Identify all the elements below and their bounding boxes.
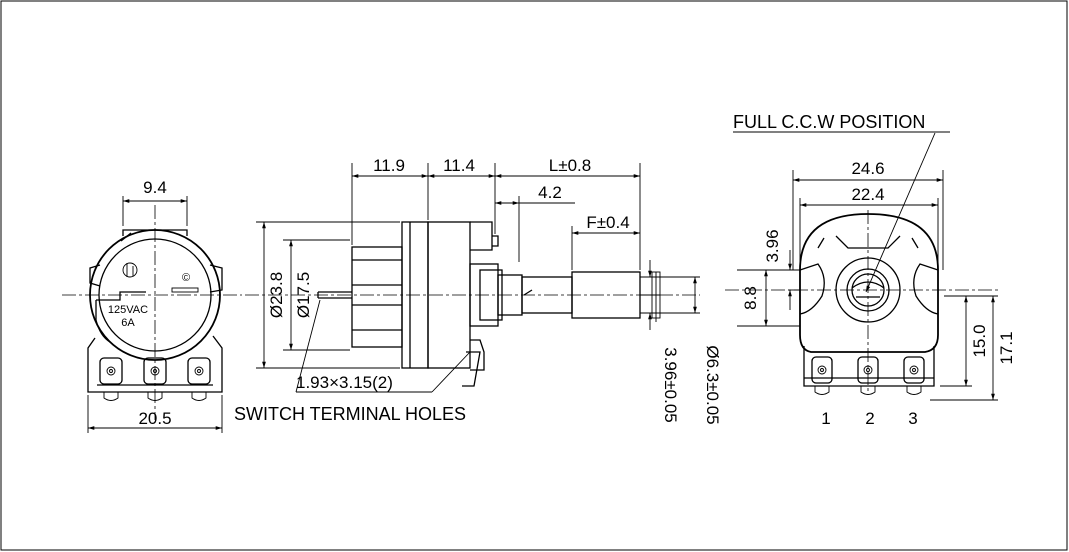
copyright-mark: ©: [182, 272, 190, 284]
full-ccw-position-label: FULL C.C.W POSITION: [733, 112, 925, 132]
rear-view: 1 2 3 FULL C.C.W POSITION 24.6 22.4 3.96…: [725, 112, 1016, 428]
dim-9-4: 9.4: [143, 178, 167, 197]
pin-label-1: 1: [821, 409, 830, 428]
switch-hole-note: 1.93×3.15(2): [296, 373, 393, 392]
rear-terminal-1: [811, 356, 833, 395]
pin-label-3: 3: [908, 409, 917, 428]
dim-4-2: 4.2: [538, 183, 562, 202]
switch-terminal-label: SWITCH TERMINAL HOLES: [234, 404, 466, 424]
dim-24-6: 24.6: [851, 159, 884, 178]
dim-dia-6-3: Ø6.3±0.05: [703, 345, 722, 424]
pin-label-2: 2: [865, 409, 874, 428]
dim-8-8: 8.8: [741, 286, 760, 310]
side-view: 11.9 11.4 L±0.8 4.2 F±0.4 Ø23.8 Ø17.5 3.…: [234, 156, 722, 425]
dim-L: L±0.8: [549, 156, 591, 175]
dim-17-1: 17.1: [997, 331, 1016, 364]
front-terminal-1: [99, 357, 123, 385]
front-terminal-3: [187, 357, 211, 385]
rear-terminal-3: [903, 356, 925, 395]
front-view: © 125VAC 6A 9.4: [62, 178, 242, 433]
dim-11-4: 11.4: [443, 156, 475, 175]
dim-dia-23-8: Ø23.8: [267, 272, 286, 318]
dim-3-96-side: 3.96±0.05: [661, 347, 680, 423]
dim-22-4: 22.4: [851, 185, 884, 204]
dim-11-9: 11.9: [373, 156, 405, 175]
rating-current: 6A: [121, 317, 135, 329]
rating-voltage: 125VAC: [108, 304, 148, 316]
dim-F: F±0.4: [586, 213, 629, 232]
dim-15-0: 15.0: [970, 324, 989, 357]
dim-dia-17-5: Ø17.5: [294, 272, 313, 318]
front-terminal-2: [143, 357, 167, 385]
rear-terminal-2: [857, 356, 879, 395]
dim-3-96-rear: 3.96: [763, 229, 782, 262]
dim-20-5: 20.5: [138, 409, 171, 428]
